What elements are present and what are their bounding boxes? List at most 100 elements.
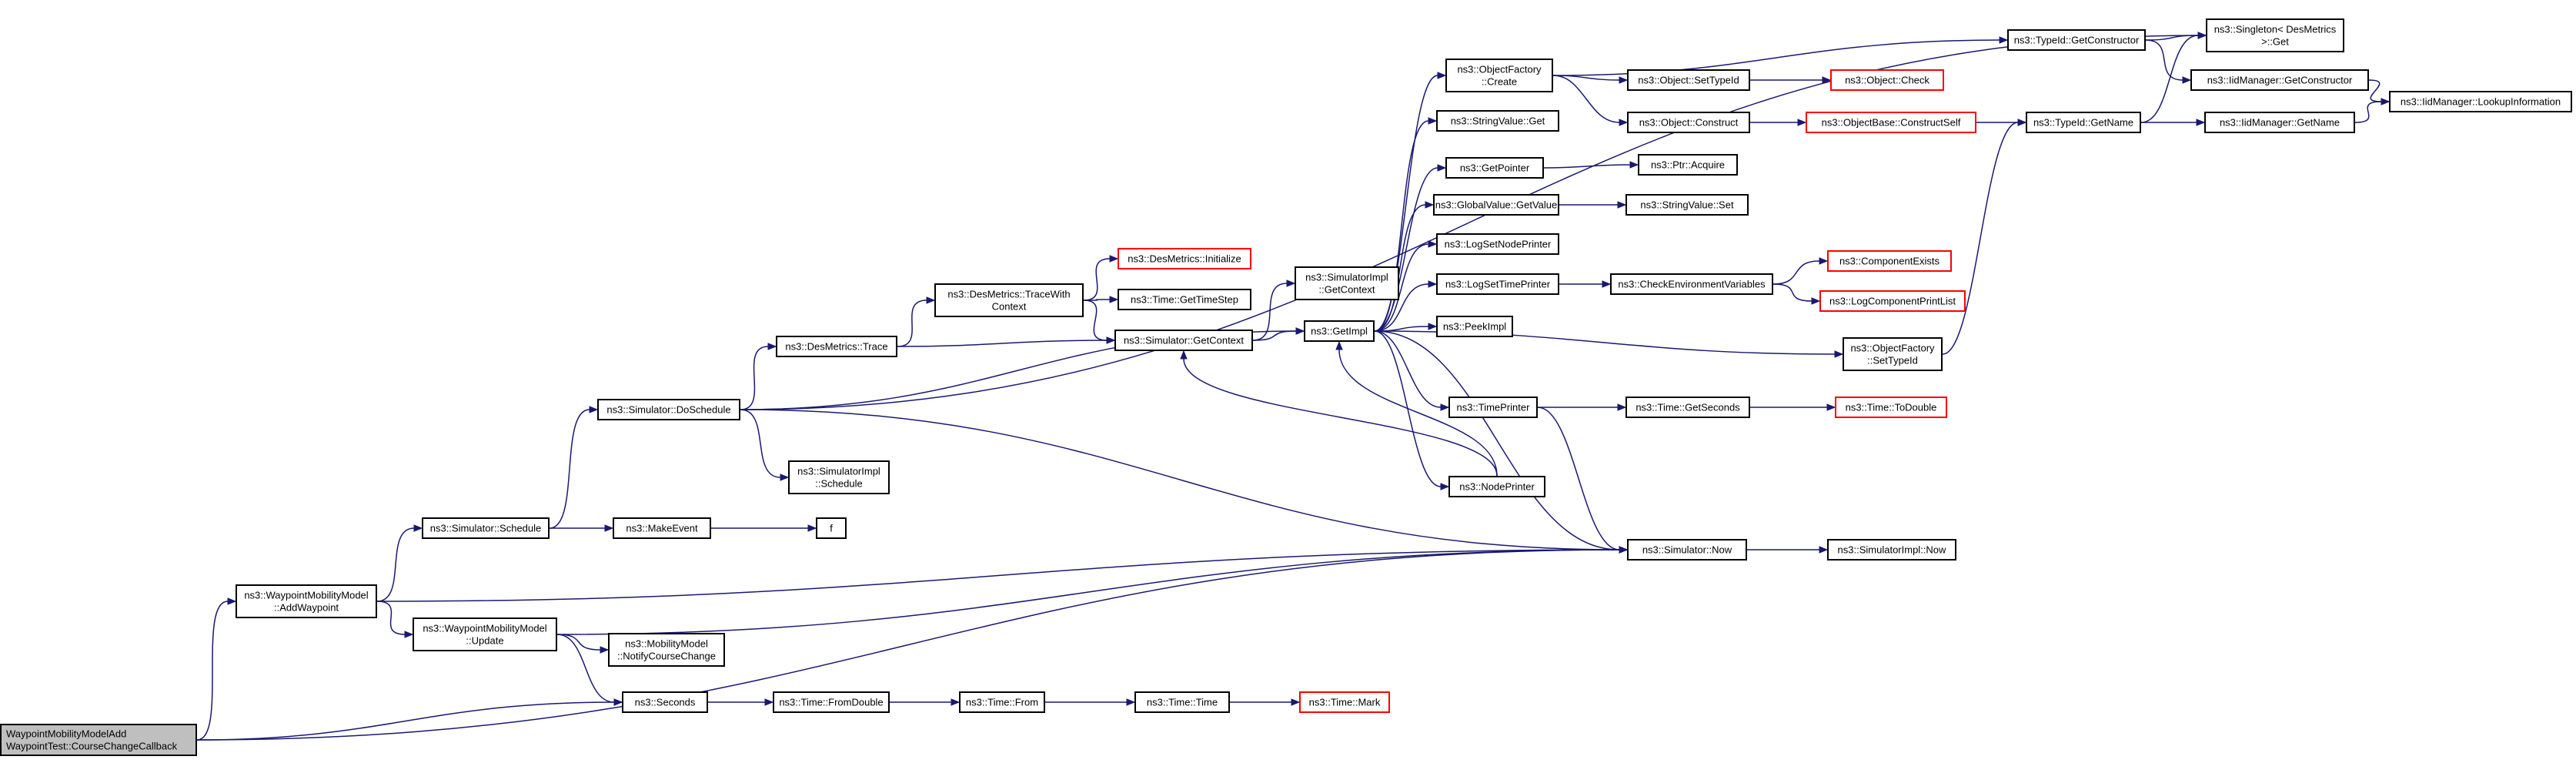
node-getcontext[interactable]: ns3::Simulator::GetContext	[1114, 330, 1253, 351]
node-desinit[interactable]: ns3::DesMetrics::Initialize	[1118, 248, 1251, 269]
node-simnow[interactable]: ns3::Simulator::Now	[1627, 539, 1747, 561]
call-edge-getpointer-to-ptracquire	[1543, 161, 1639, 169]
node-nodeprinter[interactable]: ns3::NodePrinter	[1448, 476, 1545, 497]
node-iidgetname[interactable]: ns3::IidManager::GetName	[2204, 112, 2355, 133]
call-edge-doschedule-to-simimplsched	[740, 409, 790, 481]
call-edge-getseconds-to-todouble	[1750, 403, 1836, 411]
node-schedule[interactable]: ns3::Simulator::Schedule	[422, 517, 550, 539]
node-label-line: ns3::ObjectFactory	[1850, 343, 1935, 354]
node-timetime[interactable]: ns3::Time::Time	[1134, 691, 1230, 713]
node-label-line: ns3::IidManager::GetConstructor	[2207, 75, 2353, 86]
node-checkenv[interactable]: ns3::CheckEnvironmentVariables	[1610, 273, 1773, 295]
node-box	[776, 336, 897, 357]
node-box	[1627, 539, 1747, 561]
node-box	[2007, 29, 2146, 51]
node-label-line: ns3::Time::GetTimeStep	[1131, 294, 1238, 306]
node-getpointer[interactable]: ns3::GetPointer	[1445, 157, 1544, 179]
node-f[interactable]: f	[816, 517, 847, 539]
node-destrace[interactable]: ns3::DesMetrics::Trace	[776, 336, 897, 357]
node-ofsettypeid[interactable]: ns3::ObjectFactory::SetTypeId	[1843, 337, 1943, 371]
call-edge-destrace-to-tracectx	[897, 296, 936, 347]
node-iidgetctor[interactable]: ns3::IidManager::GetConstructor	[2190, 69, 2369, 91]
node-getimpl[interactable]: ns3::GetImpl	[1304, 320, 1375, 342]
node-box	[1295, 266, 1399, 300]
node-gvget[interactable]: ns3::GlobalValue::GetValue	[1433, 194, 1559, 216]
node-constructself[interactable]: ns3::ObjectBase::ConstructSelf	[1806, 112, 1976, 133]
node-timeprinter[interactable]: ns3::TimePrinter	[1448, 397, 1538, 418]
node-box	[2190, 69, 2369, 91]
node-addwp[interactable]: ns3::WaypointMobilityModel::AddWaypoint	[236, 584, 377, 618]
node-doschedule[interactable]: ns3::Simulator::DoSchedule	[597, 399, 740, 420]
node-label-line: ns3::Simulator::GetContext	[1124, 335, 1244, 346]
node-box	[1627, 112, 1750, 133]
call-edge-tidgetctor-to-iidgetctor	[2145, 39, 2192, 84]
node-notify[interactable]: ns3::MobilityModel::NotifyCourseChange	[608, 633, 725, 667]
call-edge-seconds-to-fromdouble	[708, 698, 774, 706]
node-logcomplist[interactable]: ns3::LogComponentPrintList	[1819, 290, 1966, 312]
node-label-line: ns3::StringValue::Set	[1640, 199, 1734, 211]
node-gettimestep[interactable]: ns3::Time::GetTimeStep	[1118, 289, 1251, 310]
call-edge-addwp-to-update	[376, 601, 414, 638]
node-simimplsched[interactable]: ns3::SimulatorImpl::Schedule	[788, 460, 890, 494]
call-edge-timetime-to-mark	[1230, 698, 1301, 706]
node-seconds[interactable]: ns3::Seconds	[622, 691, 708, 713]
node-box	[1445, 59, 1553, 92]
call-edge-nodeprinter-to-getimpl	[1335, 340, 1498, 477]
node-lognode[interactable]: ns3::LogSetNodePrinter	[1436, 233, 1559, 255]
call-edge-objconstruct-to-constructself	[1750, 119, 1807, 126]
node-box	[413, 617, 557, 651]
node-ptracquire[interactable]: ns3::Ptr::Acquire	[1638, 154, 1738, 176]
node-getseconds[interactable]: ns3::Time::GetSeconds	[1625, 397, 1750, 418]
node-strset[interactable]: ns3::StringValue::Set	[1625, 194, 1749, 216]
node-box	[1134, 691, 1230, 713]
node-label-line: ns3::Time::FromDouble	[779, 697, 883, 708]
node-iidlookup[interactable]: ns3::IidManager::LookupInformation	[2389, 91, 2572, 112]
node-box	[1806, 112, 1976, 133]
node-box	[1638, 154, 1738, 176]
call-edge-root-to-simnow	[196, 546, 1629, 741]
node-fromdouble[interactable]: ns3::Time::FromDouble	[773, 691, 890, 713]
node-label-line: ns3::Time::GetSeconds	[1635, 402, 1740, 413]
node-box	[1625, 194, 1749, 216]
node-label-line: ns3::Time::From	[966, 697, 1038, 708]
call-edge-root-to-addwp	[196, 597, 237, 741]
node-strget[interactable]: ns3::StringValue::Get	[1436, 110, 1559, 132]
node-simimplnow[interactable]: ns3::SimulatorImpl::Now	[1827, 539, 1956, 561]
node-label-line: ns3::DesMetrics::Trace	[785, 341, 887, 353]
node-objconstruct[interactable]: ns3::Object::Construct	[1627, 112, 1750, 133]
node-box	[2206, 18, 2344, 52]
node-root[interactable]: WaypointMobilityModelAddWaypointTest::Co…	[0, 724, 197, 756]
node-tidgetname[interactable]: ns3::TypeId::GetName	[2026, 112, 2141, 133]
node-update[interactable]: ns3::WaypointMobilityModel::Update	[413, 617, 557, 651]
node-box	[613, 517, 711, 539]
node-label-line: ::NotifyCourseChange	[617, 651, 716, 662]
node-from[interactable]: ns3::Time::From	[959, 691, 1045, 713]
node-box	[788, 460, 890, 494]
node-objcheck[interactable]: ns3::Object::Check	[1830, 69, 1944, 91]
node-box	[1448, 397, 1538, 418]
node-ofcreate[interactable]: ns3::ObjectFactory::Create	[1445, 59, 1553, 92]
node-mark[interactable]: ns3::Time::Mark	[1299, 691, 1390, 713]
call-edge-getimpl-to-simnow	[1374, 330, 1629, 554]
node-makeevent[interactable]: ns3::MakeEvent	[613, 517, 711, 539]
node-tidgetctor[interactable]: ns3::TypeId::GetConstructor	[2007, 29, 2146, 51]
node-label-line: ns3::Seconds	[635, 697, 696, 708]
node-label-line: ns3::SimulatorImpl	[797, 466, 880, 477]
node-label-line: ns3::NodePrinter	[1459, 481, 1535, 493]
node-box	[1436, 316, 1513, 337]
node-todouble[interactable]: ns3::Time::ToDouble	[1835, 397, 1947, 418]
call-edge-makeevent-to-f	[711, 524, 817, 532]
node-box	[0, 724, 197, 756]
call-edge-simnow-to-simimplnow	[1747, 546, 1829, 554]
node-singleton[interactable]: ns3::Singleton< DesMetrics>::Get	[2206, 18, 2344, 52]
node-settypeid[interactable]: ns3::Object::SetTypeId	[1627, 69, 1750, 91]
node-logtime[interactable]: ns3::LogSetTimePrinter	[1436, 273, 1559, 295]
node-compexists[interactable]: ns3::ComponentExists	[1827, 250, 1952, 272]
node-label-line: ::GetContext	[1319, 284, 1375, 296]
node-peekimpl[interactable]: ns3::PeekImpl	[1436, 316, 1513, 337]
node-simimplctx[interactable]: ns3::SimulatorImpl::GetContext	[1295, 266, 1399, 300]
node-label-line: ns3::GetImpl	[1311, 326, 1368, 337]
node-label-line: ns3::SimulatorImpl	[1305, 272, 1388, 283]
